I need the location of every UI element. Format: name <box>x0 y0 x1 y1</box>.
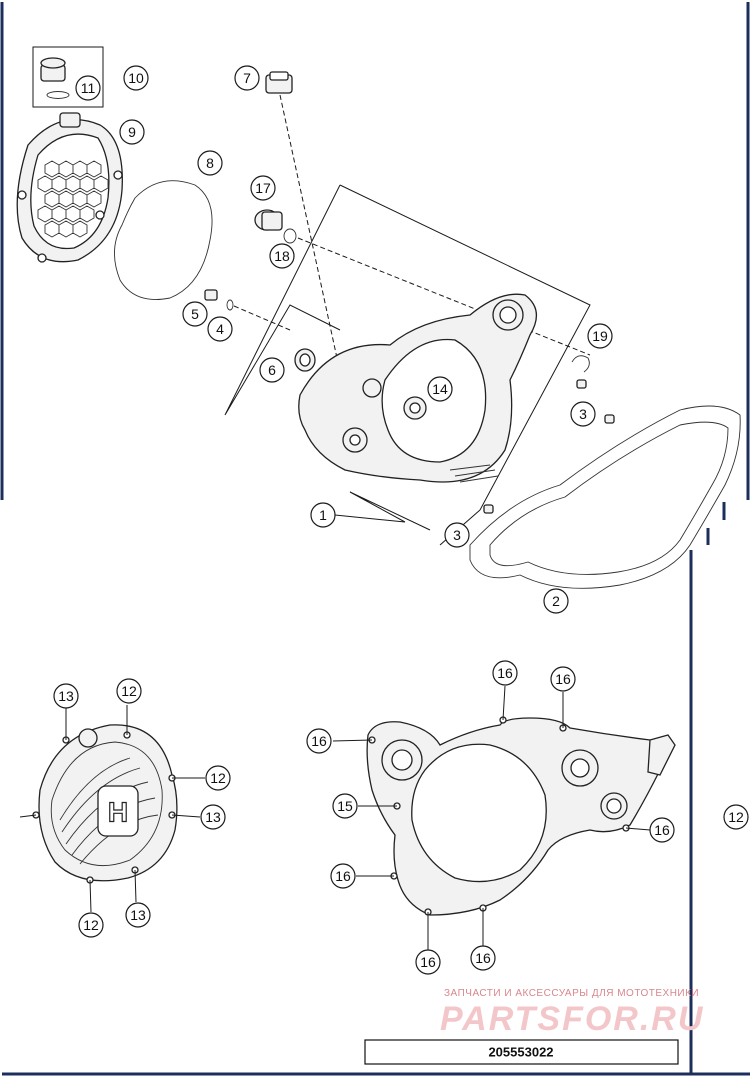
svg-text:13: 13 <box>58 688 74 704</box>
callout-8: 8 <box>197 150 223 176</box>
screw-plug <box>254 209 297 244</box>
svg-text:2: 2 <box>552 593 560 609</box>
callout-16b: 16 <box>492 660 518 686</box>
svg-text:13: 13 <box>130 907 146 923</box>
svg-text:9: 9 <box>128 124 136 140</box>
honeycomb-pattern <box>37 160 109 238</box>
callout-16a: 16 <box>306 728 332 754</box>
screw-leader <box>233 305 291 331</box>
inspection-cap <box>265 71 293 94</box>
callout-6: 6 <box>259 357 285 383</box>
callout-19: 19 <box>587 323 613 349</box>
callout-3b: 3 <box>444 522 470 548</box>
svg-text:18: 18 <box>274 248 290 264</box>
inner-cover-gasket <box>469 405 741 589</box>
callout-16d: 16 <box>330 863 356 889</box>
leaders-inner-cover <box>332 685 651 950</box>
callout-16e: 16 <box>415 949 441 975</box>
svg-text:12: 12 <box>728 809 744 825</box>
callout-13b: 13 <box>200 804 226 830</box>
svg-text:16: 16 <box>311 733 327 749</box>
leaders-outer-cover <box>19 705 205 913</box>
svg-text:5: 5 <box>191 306 199 322</box>
inner-cover-rear-view <box>366 716 676 916</box>
inner-clutch-cover <box>298 293 537 483</box>
callout-3a: 3 <box>570 401 596 427</box>
callout-14: 14 <box>427 376 453 402</box>
callout-16g: 16 <box>649 817 675 843</box>
svg-text:16: 16 <box>555 671 571 687</box>
brand-emblem-badge <box>97 785 139 837</box>
callout-5: 5 <box>182 301 208 327</box>
callout-13c: 13 <box>125 902 151 928</box>
callout-11: 11 <box>75 75 101 101</box>
callout-12a: 12 <box>116 678 142 704</box>
brand-emblem-letter: H <box>108 797 128 828</box>
callout-12b: 12 <box>205 765 231 791</box>
callout-7: 7 <box>234 65 260 91</box>
watermark-tagline: ЗАПЧАСТИ И АКСЕССУАРЫ ДЛЯ МОТОТЕХНИКИ <box>444 988 699 999</box>
svg-text:12: 12 <box>83 917 99 933</box>
document-number-box <box>364 1039 679 1065</box>
frame-mark <box>706 502 726 545</box>
oil-plug <box>40 57 70 99</box>
watermark-brand: PARTSFOR.RU <box>440 1000 704 1038</box>
callout-13a: 13 <box>53 683 79 709</box>
svg-text:15: 15 <box>337 798 353 814</box>
svg-text:1: 1 <box>319 507 327 523</box>
inner-cover-gasket-inner <box>489 421 729 575</box>
svg-text:6: 6 <box>268 362 276 378</box>
cover-gasket <box>114 180 213 300</box>
callout-4: 4 <box>207 316 233 342</box>
svg-text:3: 3 <box>453 527 461 543</box>
svg-text:10: 10 <box>128 70 144 86</box>
outer-clutch-cover: H <box>32 724 178 884</box>
plug-leader <box>297 237 591 356</box>
callout-16f: 16 <box>470 945 496 971</box>
callout-10: 10 <box>123 65 149 91</box>
svg-text:13: 13 <box>205 809 221 825</box>
circlip <box>571 355 590 373</box>
svg-text:19: 19 <box>592 328 608 344</box>
callout-18: 18 <box>269 243 295 269</box>
svg-text:16: 16 <box>654 822 670 838</box>
callout-17: 17 <box>250 175 276 201</box>
callout-16c: 16 <box>550 666 576 692</box>
small-screw <box>204 289 234 311</box>
svg-text:11: 11 <box>81 80 96 96</box>
svg-text:16: 16 <box>475 950 491 966</box>
callout-12c: 12 <box>78 912 104 938</box>
svg-text:16: 16 <box>497 665 513 681</box>
part-1-leader <box>334 491 431 531</box>
clutch-cover-honeycomb <box>16 112 123 263</box>
svg-text:12: 12 <box>121 683 137 699</box>
callout-2: 2 <box>543 588 569 614</box>
cap-leader <box>279 94 346 396</box>
svg-text:14: 14 <box>432 381 448 397</box>
shaft-seal <box>294 348 316 372</box>
callout-9: 9 <box>119 119 145 145</box>
svg-text:16: 16 <box>420 954 436 970</box>
svg-text:4: 4 <box>216 321 224 337</box>
svg-text:7: 7 <box>243 70 251 86</box>
part-10-box <box>32 46 104 108</box>
svg-text:16: 16 <box>335 868 351 884</box>
svg-text:8: 8 <box>206 155 214 171</box>
svg-text:12: 12 <box>210 770 226 786</box>
svg-text:17: 17 <box>255 180 271 196</box>
document-number: 205553022 <box>488 1045 553 1060</box>
callout-15: 15 <box>332 793 358 819</box>
callout-1: 1 <box>310 502 336 528</box>
svg-text:3: 3 <box>579 406 587 422</box>
dowel-pins-upper <box>483 379 615 514</box>
assembly-bracket <box>224 184 591 546</box>
callout-12d: 12 <box>723 804 749 830</box>
